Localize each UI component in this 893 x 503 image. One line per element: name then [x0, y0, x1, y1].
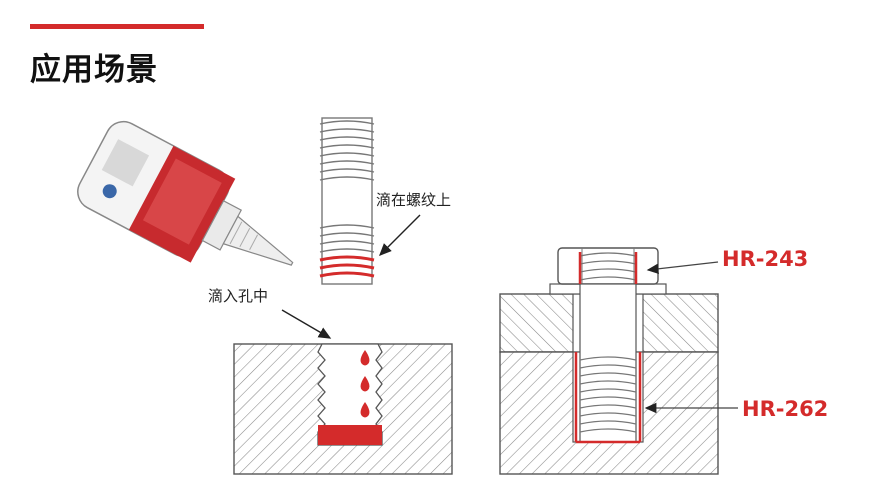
product-a-label: HR-243 — [722, 247, 808, 271]
adhesive-drops — [360, 350, 370, 418]
thread-label: 滴在螺纹上 — [376, 191, 451, 209]
product-a-arrow — [646, 261, 719, 274]
threaded-stud-icon — [319, 117, 375, 285]
thread-arrow — [379, 214, 421, 256]
adhesive-on-thread — [319, 255, 375, 278]
adhesive-lines — [574, 252, 642, 444]
adhesive-pool — [318, 425, 382, 445]
hole-arrow — [281, 309, 332, 339]
page-title: 应用场景 — [30, 52, 158, 88]
tapped-hole-block — [233, 343, 453, 475]
hole-label: 滴入孔中 — [208, 287, 268, 305]
product-b-label: HR-262 — [742, 397, 828, 421]
adhesive-bottle-icon — [77, 120, 294, 266]
bolt-icon — [557, 247, 659, 444]
title-accent-bar — [30, 24, 204, 29]
bolt-assembly — [499, 247, 719, 475]
